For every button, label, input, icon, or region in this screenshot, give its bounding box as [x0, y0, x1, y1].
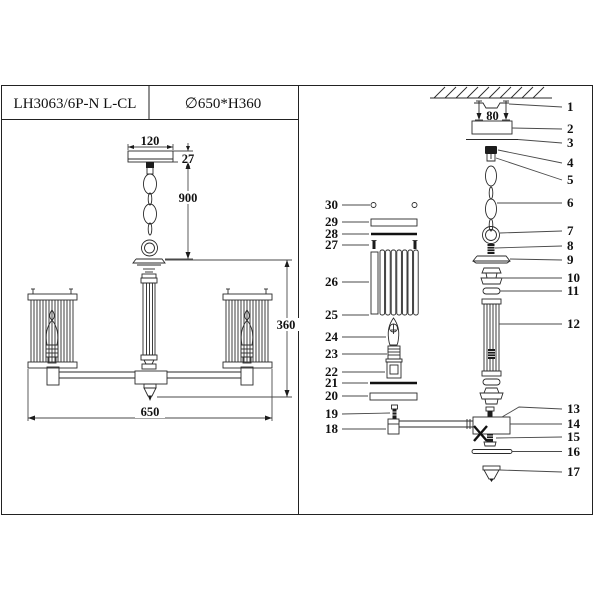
part-29-top-plate: [370, 218, 418, 227]
callout-6: 6: [567, 195, 574, 210]
part-26-glass-shade: [370, 249, 419, 316]
callout-25: 25: [325, 307, 339, 322]
callout-21: 21: [325, 375, 338, 390]
dim-canopy-height: 27: [173, 143, 197, 167]
part-1-mounting-bracket: 80: [474, 100, 510, 123]
bobeche: [132, 258, 166, 279]
callout-9: 9: [567, 252, 574, 267]
part-11-ring: [482, 287, 501, 295]
cross-mark: [473, 425, 488, 442]
callout-28: 28: [325, 226, 339, 241]
callout-23: 23: [325, 346, 339, 361]
size-spec: ∅650*H360: [185, 96, 261, 112]
callout-16: 16: [567, 444, 581, 459]
part-27-pins: [371, 240, 418, 249]
callout-30: 30: [325, 197, 338, 212]
assembled-view: 120 27 900 360: [27, 134, 300, 421]
part-7-hanging-loop: [482, 226, 500, 244]
callout-3: 3: [567, 135, 574, 150]
sheet-frame: [1, 85, 593, 515]
dim-80-label: 80: [486, 109, 499, 123]
dim-650-label: 650: [141, 405, 160, 419]
part-19-screw: [391, 404, 398, 419]
callouts-right: 1 2 3 4 5 6 7 8 9 10 11 12 13 14 15 16 1…: [494, 99, 581, 479]
callout-20: 20: [325, 388, 338, 403]
part-18-arm-block: [387, 418, 400, 435]
canopy: [127, 150, 174, 175]
part-6-chain: [485, 165, 497, 232]
part-17-finial: [482, 465, 501, 482]
dim-canopy-width: 120: [127, 134, 174, 150]
callout-5: 5: [567, 172, 574, 187]
dim-fixture-height: 360: [157, 259, 300, 398]
callouts-middle: 30 29 28 27 26 25 24 23 22 21 20 19 18: [325, 197, 391, 436]
part-23-candle-sleeve: [387, 345, 401, 360]
callout-24: 24: [325, 329, 339, 344]
chain: [141, 173, 158, 257]
callout-22: 22: [325, 364, 338, 379]
callout-1: 1: [567, 99, 574, 114]
callout-7: 7: [567, 223, 574, 238]
left-shade: [27, 288, 78, 369]
callout-26: 26: [325, 274, 339, 289]
callout-19: 19: [325, 406, 339, 421]
callout-13: 13: [567, 401, 581, 416]
part-8-threaded-nipple: [487, 244, 495, 254]
right-shade: [222, 288, 273, 369]
part-9-top-saucer: [472, 255, 511, 264]
dim-27-label: 27: [182, 152, 195, 166]
callout-18: 18: [325, 421, 339, 436]
exploded-view: 80: [369, 86, 552, 482]
dim-120-label: 120: [141, 134, 160, 148]
callout-12: 12: [567, 316, 580, 331]
ceiling: [430, 86, 552, 99]
callout-11: 11: [567, 283, 579, 298]
part-20-plate: [369, 392, 418, 401]
dim-360-label: 360: [277, 318, 296, 332]
callout-4: 4: [567, 155, 574, 170]
part-2-canopy: [471, 120, 513, 135]
callout-29: 29: [325, 214, 339, 229]
dim-900-label: 900: [179, 191, 198, 205]
dim-chain-drop: 900: [165, 162, 201, 260]
part-12-center-column: [481, 298, 502, 377]
part-30-ball-screws: [370, 202, 418, 208]
callout-10: 10: [567, 270, 580, 285]
hub-and-finial: [134, 370, 168, 401]
title-block: LH3063/6P-N L-CL ∅650*H360: [14, 96, 262, 112]
center-column: [140, 277, 158, 370]
callout-14: 14: [567, 416, 581, 431]
model-number: LH3063/6P-N L-CL: [14, 96, 137, 112]
part-5-chain-hook: [486, 154, 496, 162]
part-22-lamp-holder: [385, 358, 403, 379]
part-10-vase-cap: [480, 267, 503, 285]
dim-fixture-width: 650: [27, 369, 273, 421]
callout-15: 15: [567, 429, 581, 444]
part-14-arm: [399, 419, 473, 429]
part-15-screw: [483, 434, 497, 447]
callout-2: 2: [567, 121, 574, 136]
part-16-connector-bar: [471, 449, 513, 454]
part-4-connector-nut: [485, 146, 497, 154]
lower-ring-and-cap: [479, 378, 504, 405]
callout-17: 17: [567, 464, 581, 479]
callout-8: 8: [567, 238, 574, 253]
arms: [46, 366, 254, 386]
callout-27: 27: [325, 237, 339, 252]
part-24-candle-bulb: [387, 317, 400, 346]
